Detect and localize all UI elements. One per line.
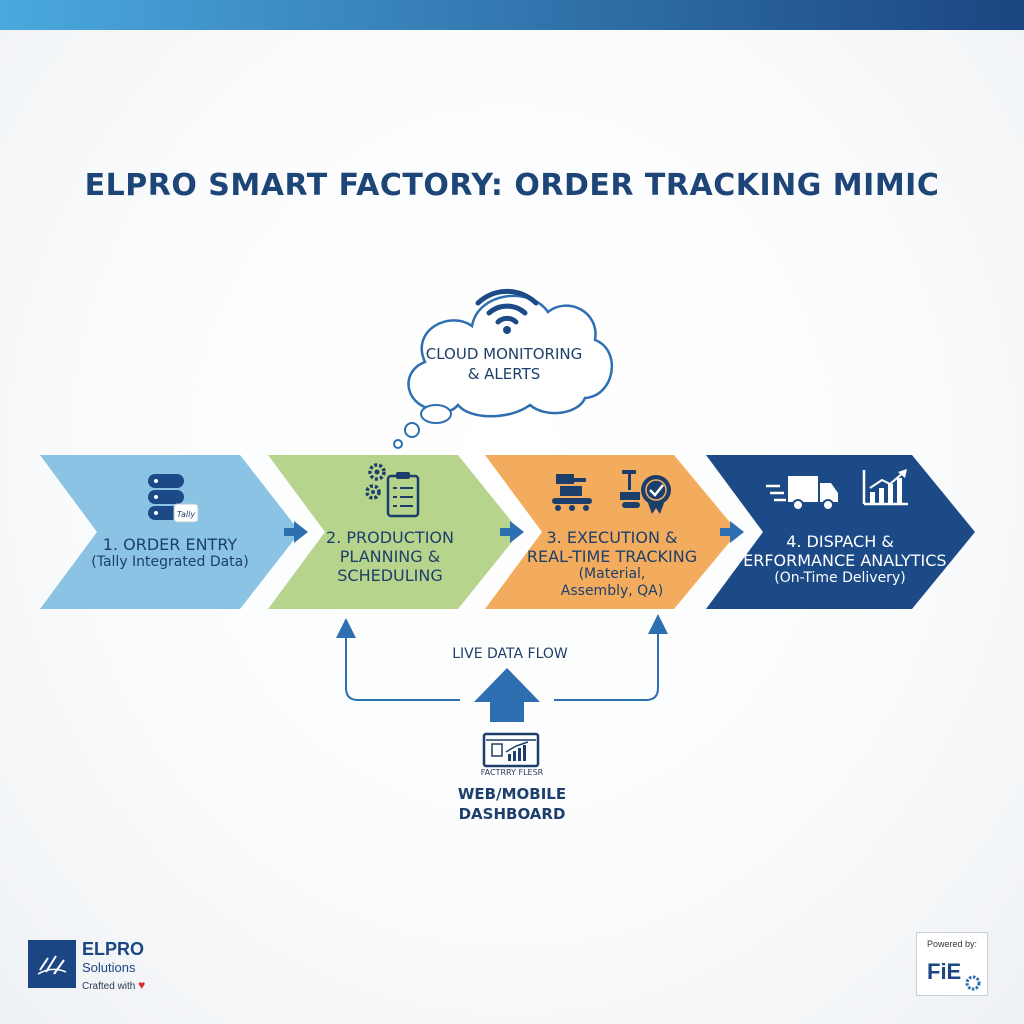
- upload-arrow-icon: [474, 668, 540, 722]
- fie-logo-text: FiE: [927, 959, 961, 984]
- truck-analytics-icon: [766, 469, 908, 511]
- brand-crafted: Crafted with ♥: [82, 978, 145, 992]
- fie-logo-icon: FiE: [927, 959, 981, 991]
- tally-badge: Tally: [177, 510, 195, 519]
- stage-3-subtitle-line-1: (Material,: [578, 566, 646, 583]
- cloud-label: CLOUD MONITORING & ALERTS: [415, 344, 593, 385]
- stage-4-title-line-2: PERFORMANCE ANALYTICS: [733, 551, 947, 571]
- cloud-label-line-1: CLOUD MONITORING: [425, 345, 583, 363]
- wifi-icon: [475, 288, 539, 334]
- stage-2-title-line-1: 2. PRODUCTION: [326, 528, 454, 547]
- cloud-bubble: [393, 294, 614, 449]
- stage-2-chevron[interactable]: [268, 455, 520, 609]
- elpro-logo-icon: [28, 940, 76, 988]
- live-data-flow-loop: [336, 614, 668, 701]
- stage-4-subtitle: (On-Time Delivery): [774, 570, 906, 587]
- dashboard-label-line-1: WEB/MOBILE: [457, 785, 567, 803]
- brand-subtitle: Solutions: [82, 960, 136, 975]
- connector-arrow-2-3: [500, 521, 524, 543]
- stage-3-subtitle-line-2: Assembly, QA): [560, 583, 664, 600]
- stage-1-subtitle: (Tally Integrated Data): [91, 554, 249, 571]
- elpro-brand[interactable]: ELPRO Solutions Crafted with ♥: [28, 939, 188, 992]
- heart-icon: ♥: [138, 978, 146, 992]
- dashboard-screen-caption: FACTRRY FLESR: [480, 768, 544, 777]
- stage-1-chevron[interactable]: [40, 455, 300, 609]
- diagram-title: ELPRO SMART FACTORY: ORDER TRACKING MIMI…: [84, 168, 940, 203]
- brand-name: ELPRO: [82, 939, 145, 959]
- top-banner: [0, 0, 1024, 30]
- stage-3-label: 3. EXECUTION & REAL-TIME TRACKING (Mater…: [512, 528, 712, 600]
- stage-2-title-line-3: SCHEDULING: [337, 566, 443, 586]
- connector-arrow-3-4: [720, 521, 744, 543]
- database-icon: Tally: [148, 474, 199, 523]
- stage-2-title-line-2: PLANNING &: [339, 547, 441, 567]
- gears-checklist-icon: [365, 463, 420, 518]
- stage-3-title-line-2: REAL-TIME TRACKING: [526, 547, 698, 567]
- stage-3-chevron[interactable]: [485, 455, 738, 609]
- live-data-flow-label: LIVE DATA FLOW: [452, 646, 568, 662]
- brand-crafted-text: Crafted with: [82, 981, 136, 992]
- dashboard-label[interactable]: WEB/MOBILE DASHBOARD: [432, 784, 592, 825]
- powered-by-badge[interactable]: Powered by: FiE: [916, 932, 988, 996]
- stage-1-title: 1. ORDER ENTRY: [102, 535, 238, 554]
- monitor-chart-icon: [482, 732, 540, 768]
- conveyor-robot-icon: [552, 470, 671, 514]
- dashboard-label-line-2: DASHBOARD: [458, 805, 566, 824]
- stage-2-label: 2. PRODUCTION PLANNING & SCHEDULING: [300, 528, 480, 586]
- stage-4-title-line-1: 4. DISPACH &: [786, 532, 894, 551]
- connector-arrow-1-2: [284, 521, 308, 543]
- cloud-label-line-2: & ALERTS: [467, 365, 541, 384]
- powered-by-label: Powered by:: [926, 939, 978, 949]
- stage-3-title-line-1: 3. EXECUTION &: [546, 528, 678, 547]
- stage-4-label: 4. DISPACH & PERFORMANCE ANALYTICS (On-T…: [730, 532, 950, 587]
- stage-1-label: 1. ORDER ENTRY (Tally Integrated Data): [80, 535, 260, 571]
